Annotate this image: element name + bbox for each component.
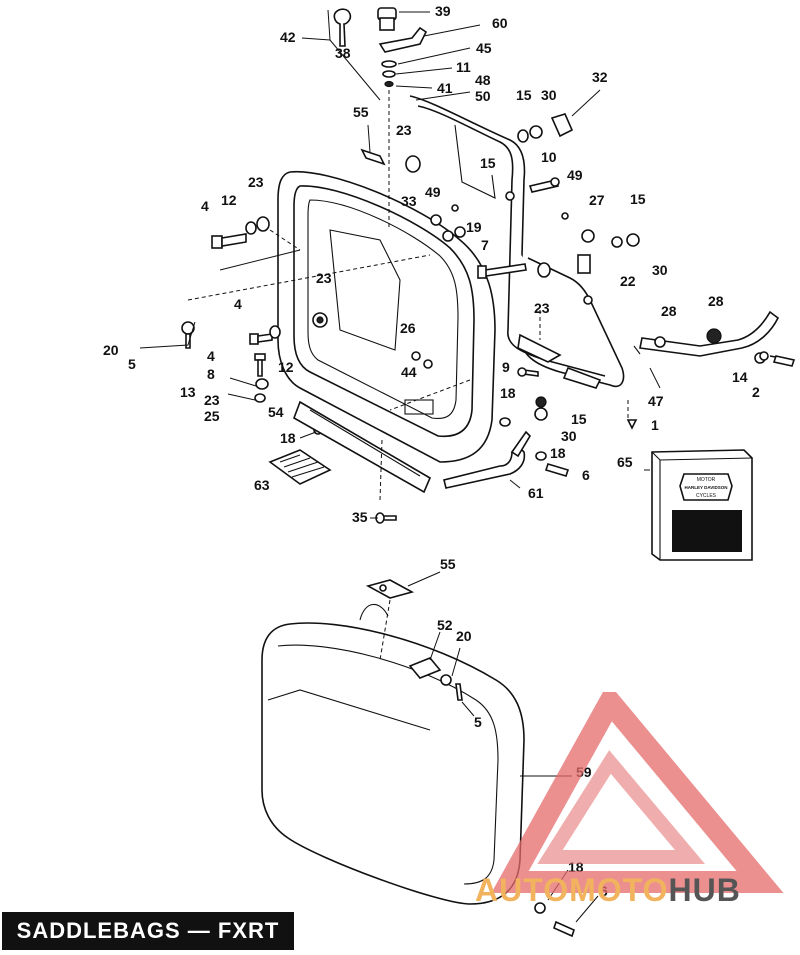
callout-20-a: 20	[103, 342, 119, 358]
callout-25: 25	[204, 408, 220, 424]
decal-box-65: MOTOR HARLEY DAVIDSON CYCLES	[651, 449, 753, 561]
diagram-title: SADDLEBAGS — FXRT	[2, 912, 294, 950]
callout-30-a: 30	[541, 87, 557, 103]
callout-13: 13	[180, 384, 196, 400]
decal-text: HARLEY DAVIDSON	[684, 485, 727, 490]
callout-12-b: 12	[278, 359, 294, 375]
callout-19: 19	[466, 219, 482, 235]
callout-52: 52	[437, 617, 453, 633]
callout-6-a: 6	[582, 467, 590, 483]
callout-15-b: 15	[480, 155, 496, 171]
callout-55-a: 55	[353, 104, 369, 120]
callout-32: 32	[592, 69, 608, 85]
watermark-logo-icon	[491, 692, 784, 893]
callout-18-b: 18	[280, 430, 296, 446]
callout-4-a: 4	[201, 198, 209, 214]
callout-18-a: 18	[500, 385, 516, 401]
callout-20-b: 20	[456, 628, 472, 644]
callout-41: 41	[437, 80, 453, 96]
callout-11: 11	[456, 59, 471, 75]
callout-15-a: 15	[516, 87, 532, 103]
callout-38: 38	[335, 45, 351, 61]
callout-61: 61	[528, 485, 544, 501]
callout-28-b: 28	[708, 293, 724, 309]
callout-49-a: 49	[425, 184, 441, 200]
callout-28-a: 28	[661, 303, 677, 319]
saddlebag-cover	[261, 579, 575, 938]
callout-33: 33	[401, 193, 417, 209]
callout-26: 26	[400, 320, 416, 336]
callout-30-b: 30	[652, 262, 668, 278]
watermark-text: AUTOMOTOHUB	[475, 872, 741, 909]
callout-50: 50	[475, 88, 491, 104]
callout-23-d: 23	[534, 300, 550, 316]
callout-44: 44	[401, 364, 417, 380]
callout-30-c: 30	[561, 428, 577, 444]
callout-15-d: 15	[571, 411, 587, 427]
callout-12-a: 12	[221, 192, 237, 208]
saddlebag-body	[277, 170, 496, 463]
watermark-text-part2: HUB	[668, 872, 741, 908]
callout-22: 22	[620, 273, 636, 289]
callout-48: 48	[475, 72, 491, 88]
callout-9: 9	[502, 359, 510, 375]
callout-8: 8	[207, 366, 215, 382]
callout-labels: 42 38 39 60 45 11 41 48 50 15 30 32 55 2…	[103, 3, 760, 899]
callout-47: 47	[648, 393, 664, 409]
callout-4-b: 4	[234, 296, 242, 312]
watermark-text-part1: AUTOMOTO	[475, 872, 669, 908]
fasteners-upper	[181, 7, 796, 524]
decal-text-bottom: CYCLES	[696, 493, 717, 499]
callout-45: 45	[476, 40, 492, 56]
callout-18-c: 18	[550, 445, 566, 461]
leader-lines-lower	[379, 571, 599, 923]
callout-4-c: 4	[207, 348, 215, 364]
callout-23-e: 23	[204, 392, 220, 408]
callout-5-a: 5	[128, 356, 136, 372]
callout-14: 14	[732, 369, 748, 385]
callout-15-c: 15	[630, 191, 646, 207]
callout-42: 42	[280, 29, 296, 45]
callout-1: 1	[651, 417, 659, 433]
callout-35: 35	[352, 509, 368, 525]
callout-49-b: 49	[567, 167, 583, 183]
callout-10: 10	[541, 149, 557, 165]
callout-23-a: 23	[396, 122, 412, 138]
leader-lines-upper	[139, 9, 661, 519]
callout-60: 60	[492, 15, 508, 31]
decal-text-top: MOTOR	[697, 477, 716, 483]
support-rail	[409, 95, 625, 389]
callout-23-b: 23	[248, 174, 264, 190]
callout-2: 2	[752, 384, 760, 400]
callout-63: 63	[254, 477, 270, 493]
callout-39: 39	[435, 3, 451, 19]
callout-54: 54	[268, 404, 284, 420]
strips-and-plates	[268, 400, 532, 494]
callout-23-c: 23	[316, 270, 332, 286]
callout-65: 65	[617, 454, 633, 470]
callout-55-b: 55	[440, 556, 456, 572]
callout-7: 7	[481, 237, 489, 253]
callout-5-b: 5	[474, 714, 482, 730]
callout-27: 27	[589, 192, 605, 208]
